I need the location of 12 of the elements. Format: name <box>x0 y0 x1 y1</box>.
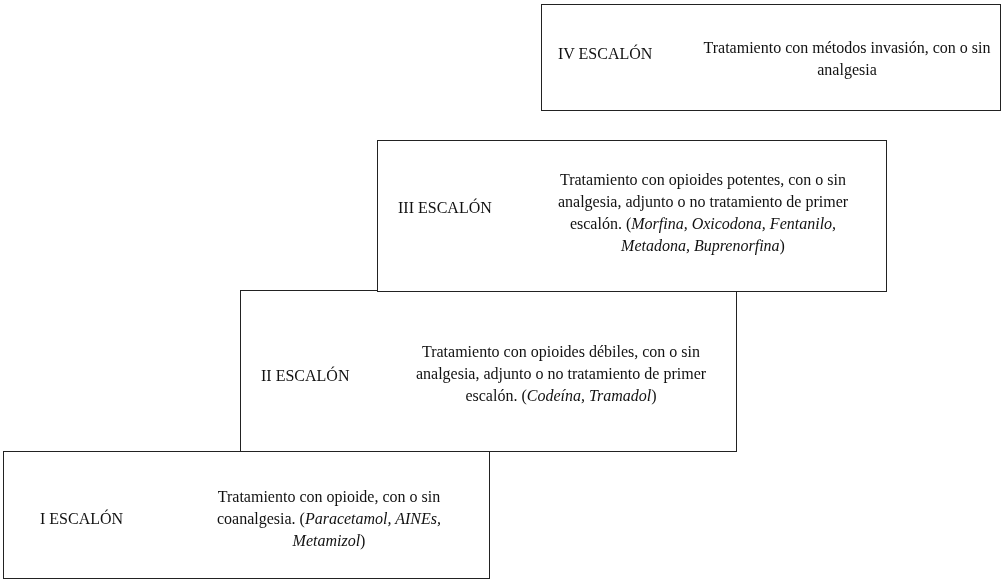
step-label: I ESCALÓN <box>40 510 124 528</box>
step-box <box>541 4 1001 111</box>
step-description: Tratamiento con métodos invasión, con o sin analgesia <box>702 38 992 81</box>
step-label: III ESCALÓN <box>398 199 492 217</box>
step-description: Tratamiento con opioides débiles, con o sin analgesia, adjunto o no tratamiento de primer escalón. (Codeína, Tramadol) <box>414 342 708 406</box>
step-description: Tratamiento con opioides potentes, con o sin analgesia, adjunto o no tratamiento de primer escalón. (Morfina, Oxicodona, Fentanilo, Metadona, Buprenorfina) <box>556 170 850 257</box>
step-box <box>240 290 737 452</box>
step-box <box>377 140 887 292</box>
step-box <box>3 451 490 579</box>
step-description: Tratamiento con opioide, con o sin coanalgesia. (Paracetamol, AINEs, Metamizol) <box>215 487 443 552</box>
step-label: IV ESCALÓN <box>558 45 653 63</box>
step-label: II ESCALÓN <box>261 367 350 385</box>
